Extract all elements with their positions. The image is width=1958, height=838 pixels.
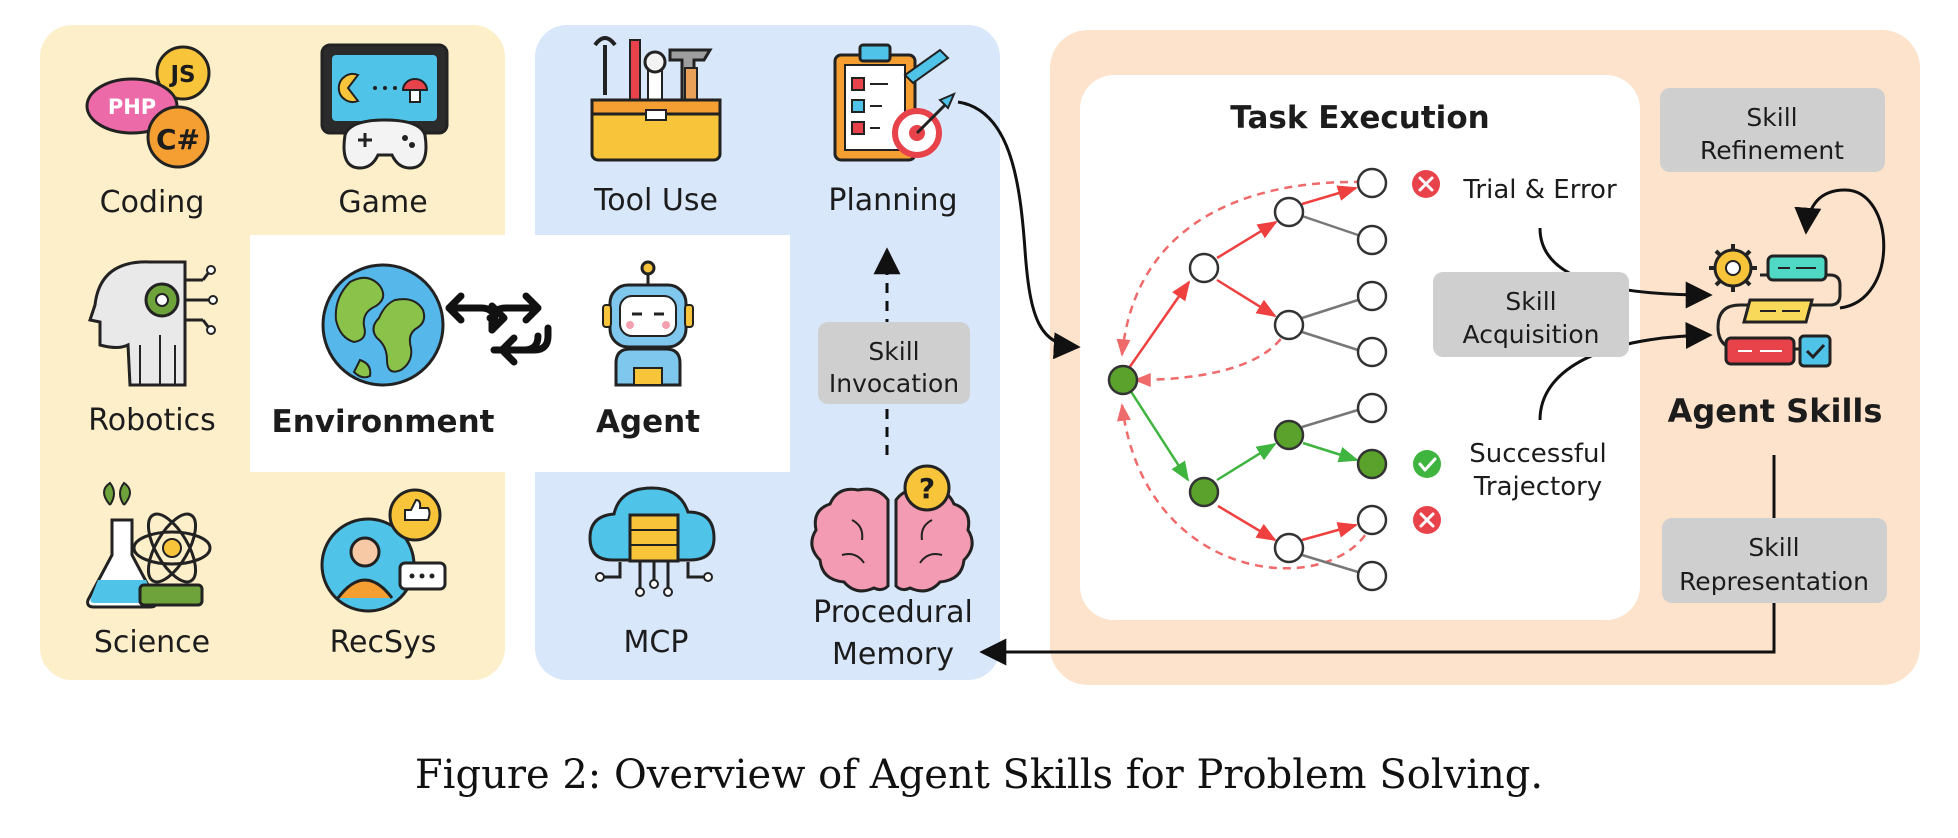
capability-tool-use-label: Tool Use: [593, 183, 718, 218]
procedural-memory-label-1: Procedural: [813, 595, 973, 630]
cycle-arrows-icon: [488, 292, 552, 366]
figure-caption: Figure 2: Overview of Agent Skills for P…: [414, 752, 1544, 798]
successful-trajectory-label-1: Successful: [1469, 439, 1607, 469]
procedural-memory-brain-icon: ?: [810, 464, 974, 593]
trajectory-to-skills-arrow: [1538, 321, 1713, 421]
skill-invocation-label-2: Invocation: [829, 369, 959, 398]
skill-refinement-label-2: Refinement: [1700, 136, 1844, 165]
coding-icon: JS PHP C#: [85, 45, 211, 169]
planning-to-task-arrow: [957, 100, 1081, 360]
domain-robotics-label: Robotics: [88, 403, 215, 438]
domain-game-label: Game: [338, 185, 427, 220]
mcp-cloud-icon: [588, 486, 716, 597]
skill-refinement-box: [1660, 88, 1885, 172]
svg-text:?: ?: [919, 472, 935, 505]
game-icon: [320, 43, 449, 170]
agent-robot-icon: [602, 260, 694, 387]
successful-trajectory-label-2: Trajectory: [1473, 472, 1602, 502]
skill-refinement-loop-arrow: [1794, 188, 1886, 310]
skill-representation-box: [1662, 518, 1887, 603]
svg-text:JS: JS: [168, 62, 195, 88]
science-icon: [86, 481, 212, 609]
svg-text:PHP: PHP: [108, 95, 156, 119]
trial-error-label: Trial & Error: [1462, 175, 1617, 205]
skill-invocation-label-1: Skill: [868, 337, 919, 366]
capability-mcp-label: MCP: [624, 625, 689, 660]
search-tree: [1107, 167, 1388, 592]
domain-science-label: Science: [94, 625, 210, 660]
skill-acquisition-label-2: Acquisition: [1463, 320, 1600, 349]
svg-text:C#: C#: [156, 123, 200, 156]
skill-invocation-box: [818, 322, 970, 404]
planning-clipboard-icon: [833, 43, 956, 162]
robotics-icon: [88, 260, 218, 387]
environment-label: Environment: [272, 404, 495, 440]
skill-refinement-label-1: Skill: [1746, 103, 1797, 132]
failure-icon: [1413, 506, 1441, 534]
capability-planning-label: Planning: [828, 183, 957, 218]
skill-representation-label-1: Skill: [1748, 533, 1799, 562]
task-execution-title: Task Execution: [1230, 100, 1489, 136]
agent-skills-icon: [1709, 244, 1842, 368]
toolbox-icon: [590, 36, 722, 162]
procedural-memory-label-2: Memory: [832, 637, 954, 672]
globe-icon: [321, 263, 445, 387]
success-icon: [1413, 450, 1441, 478]
skill-acquisition-box: [1433, 272, 1629, 357]
agent-label: Agent: [596, 404, 700, 440]
domain-coding-label: Coding: [100, 185, 205, 220]
skill-acquisition-label-1: Skill: [1505, 287, 1556, 316]
recsys-icon: [320, 488, 447, 613]
skill-representation-label-2: Representation: [1679, 567, 1869, 596]
failure-icon: [1412, 170, 1440, 198]
domain-recsys-label: RecSys: [330, 625, 437, 660]
agent-skills-title: Agent Skills: [1668, 392, 1883, 430]
